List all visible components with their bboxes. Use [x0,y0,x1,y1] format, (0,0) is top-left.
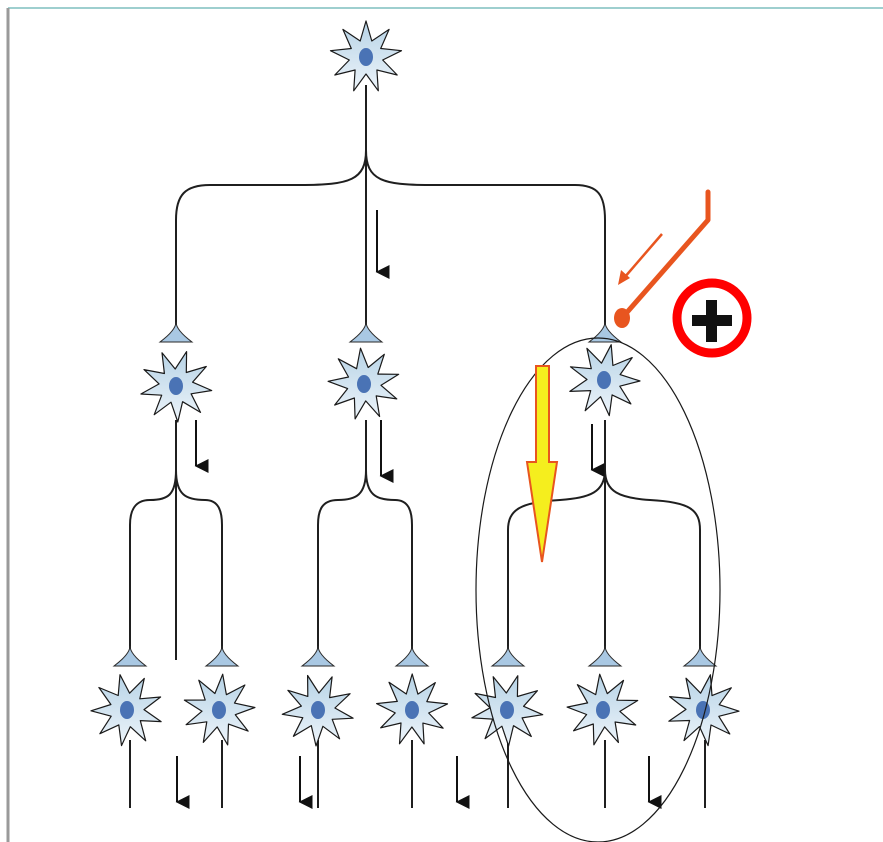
axon-tree [129,85,706,808]
neuron-top [329,20,403,92]
axon-top-left-branch [175,149,367,330]
terminal-mid-center [348,321,384,343]
neuron-bottom-3 [281,674,354,747]
stimulus-fiber [619,189,711,321]
terminal-bottom-1 [112,645,148,667]
terminal-bottom-6 [587,645,623,667]
neuron-mid-left [140,351,213,423]
neuron-bottom-4 [376,673,449,745]
neuron-somas [90,20,740,747]
terminal-bottom-2 [204,645,240,667]
plus-in-circle-icon [672,278,752,358]
axon-center-mid-branch-a [317,469,367,655]
terminal-bottom-7 [682,645,718,667]
axon-left-mid-branch-a [129,469,177,655]
terminal-bottom-5 [490,645,526,667]
neuron-mid-center-nucleus [357,375,371,393]
neuron-bottom-6-nucleus [596,701,610,719]
orange-stimulus-arrow-icon [614,189,711,328]
neuron-mid-right [569,344,641,417]
neuron-bottom-1 [90,674,162,747]
yellow-down-arrow-icon [525,365,559,563]
axon-right-mid-branch-a [507,469,606,655]
signal-flow-arrows [175,210,662,809]
neuron-bottom-6 [566,673,639,746]
neuron-top-nucleus [359,48,373,66]
terminal-mid-right [587,321,623,343]
axon-center-mid-branch-b [365,469,413,655]
stimulus-direction-head [618,270,630,285]
neuron-mid-right-nucleus [597,371,611,389]
neuron-bottom-5-nucleus [500,701,514,719]
stimulus-direction-shaft [623,233,663,279]
terminal-bottom-3 [300,645,336,667]
axon-top-right-branch [365,149,606,325]
terminal-bottom-4 [394,645,430,667]
neuron-bottom-1-nucleus [120,701,134,719]
neuron-mid-left-nucleus [169,377,183,395]
neuron-bottom-7 [668,674,740,747]
neuron-bottom-2 [183,673,256,746]
neuron-bottom-4-nucleus [405,701,419,719]
stimulus-terminal [614,308,630,328]
axon-right-mid-branch-b [604,469,701,655]
neuron-bottom-3-nucleus [311,701,325,719]
terminal-mid-left [158,321,194,343]
neuron-bottom-5 [471,675,544,747]
neuron-bottom-2-nucleus [212,701,226,719]
highlight-ellipse [475,337,721,842]
synaptic-terminals [112,321,718,667]
neuron-mid-center [327,347,400,420]
plus-horizontal-bar [692,315,732,326]
axon-left-mid-branch-b [175,469,223,655]
